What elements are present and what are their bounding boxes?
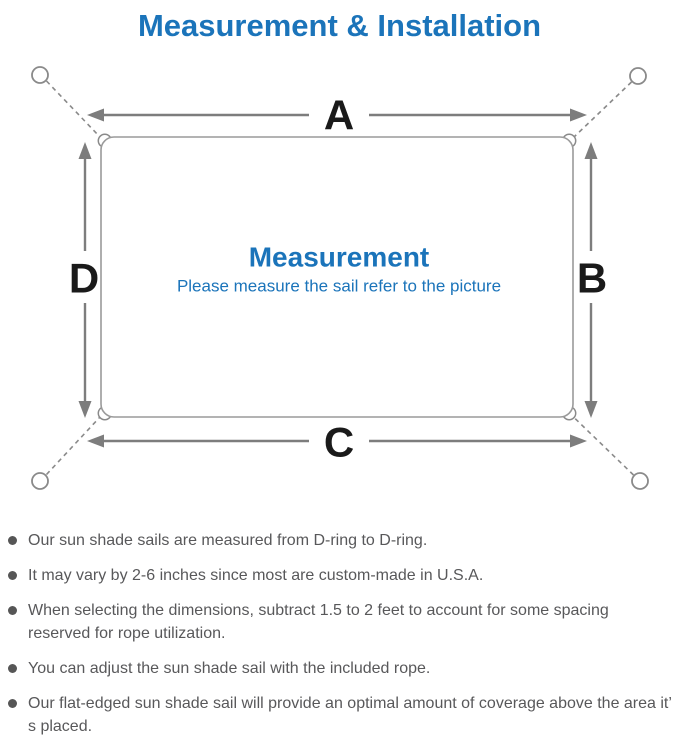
note-text: When selecting the dimensions, subtract … [28, 602, 609, 642]
arrowhead-right-icon [570, 108, 587, 122]
page-title: Measurement & Installation [137, 8, 542, 43]
list-item: It may vary by 2-6 inches since most are… [8, 564, 673, 587]
dimension-label-b: B [577, 255, 607, 302]
arrowhead-up-icon [78, 142, 92, 159]
bullet-dot-icon [8, 699, 17, 708]
arrowhead-right-icon [570, 434, 587, 448]
note-text: It may vary by 2-6 inches since most are… [28, 567, 484, 584]
arrowhead-left-icon [87, 108, 104, 122]
anchor-ring-top-left-icon [31, 66, 49, 84]
arrowhead-up-icon [584, 142, 598, 159]
rope-line-top-right [573, 81, 633, 138]
list-item: Our flat-edged sun shade sail will provi… [8, 692, 673, 738]
dimension-arrow-b [584, 142, 598, 418]
bullet-dot-icon [8, 664, 17, 673]
note-text: Our sun shade sails are measured from D-… [28, 532, 428, 549]
rope-line-bottom-right [573, 416, 635, 476]
rope-line-top-left [45, 80, 101, 138]
bullet-dot-icon [8, 536, 17, 545]
note-text: Our flat-edged sun shade sail will provi… [28, 695, 672, 735]
arrowhead-left-icon [87, 434, 104, 448]
measurement-diagram: A B C D Measurement Please measure the s… [31, 66, 649, 490]
dimension-label-a: A [324, 92, 354, 139]
arrowhead-down-icon [78, 401, 92, 418]
notes-list: Our sun shade sails are measured from D-… [0, 529, 679, 750]
arrowhead-down-icon [584, 401, 598, 418]
dimension-label-c: C [324, 419, 354, 466]
list-item: When selecting the dimensions, subtract … [8, 599, 673, 645]
dimension-label-d: D [69, 255, 99, 302]
dimension-arrow-a [87, 108, 587, 122]
diagram-center-title: Measurement [249, 242, 430, 273]
note-text: You can adjust the sun shade sail with t… [28, 660, 431, 677]
rope-line-bottom-left [45, 416, 101, 476]
diagram-center-subtitle: Please measure the sail refer to the pic… [177, 277, 501, 296]
anchor-ring-top-right-icon [629, 67, 647, 85]
anchor-ring-bottom-left-icon [31, 472, 49, 490]
list-item: You can adjust the sun shade sail with t… [8, 657, 673, 680]
dimension-arrow-d [78, 142, 92, 418]
list-item: Our sun shade sails are measured from D-… [8, 529, 673, 552]
sail-outline [100, 136, 574, 418]
dimension-arrow-c [87, 434, 587, 448]
anchor-ring-bottom-right-icon [631, 472, 649, 490]
bullet-dot-icon [8, 571, 17, 580]
bullet-dot-icon [8, 606, 17, 615]
